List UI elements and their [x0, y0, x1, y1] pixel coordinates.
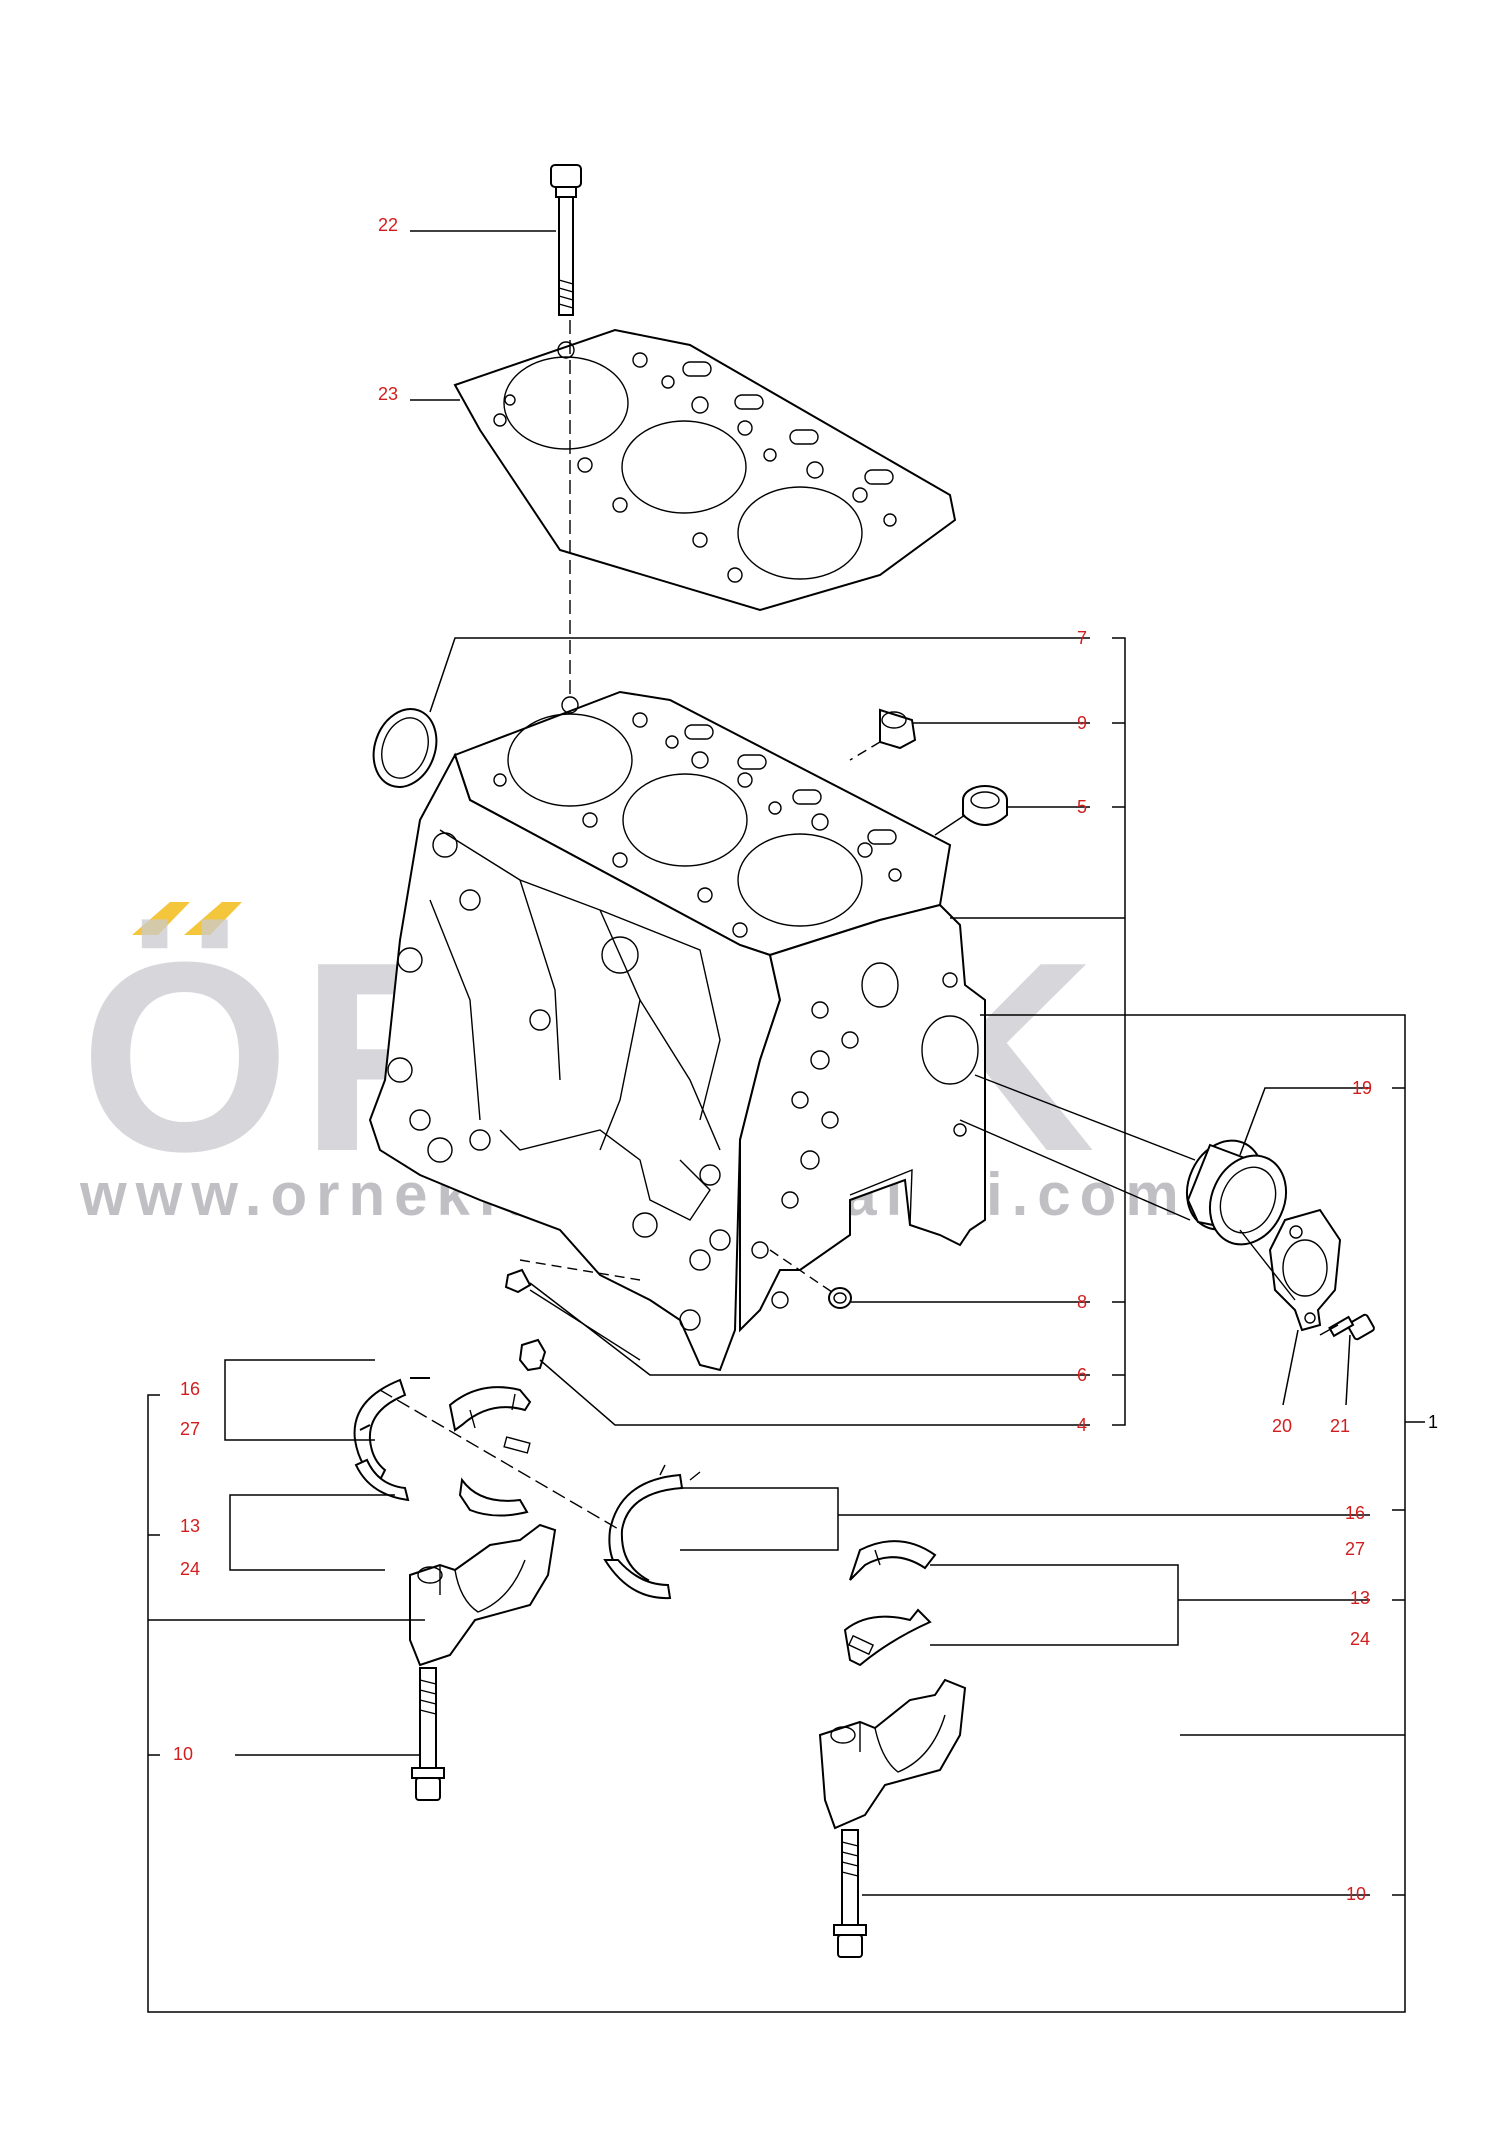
- callout-1: 1: [1428, 1412, 1438, 1432]
- head-gasket-23: [453, 328, 957, 612]
- callout-labels: 22 23 7 9 5 19 8 6 4 20 21 1 16 27 13 24…: [173, 215, 1438, 1904]
- main-bearing-13-left: [448, 1386, 532, 1517]
- callout-16-right: 16: [1345, 1503, 1365, 1523]
- main-bearing-bolt-10-left: [411, 1667, 445, 1801]
- callout-4: 4: [1077, 1415, 1087, 1435]
- main-bearing-bolt-10-right: [833, 1829, 867, 1958]
- callout-27-left: 27: [180, 1419, 200, 1439]
- core-plug-7: [372, 708, 438, 788]
- callout-10-left: 10: [173, 1744, 193, 1764]
- callout-10-right: 10: [1346, 1884, 1366, 1904]
- callout-27-right: 27: [1345, 1539, 1365, 1559]
- plug-9: [879, 708, 917, 750]
- plug-8: [828, 1287, 852, 1309]
- thrust-washer-16-center: [603, 1464, 701, 1600]
- head-bolt-22: [550, 164, 582, 316]
- callout-6: 6: [1077, 1365, 1087, 1385]
- leader-lines: [147, 230, 1425, 2013]
- drain-plug-4: [518, 1338, 547, 1372]
- callout-24-right: 24: [1350, 1629, 1370, 1649]
- callout-9: 9: [1077, 713, 1087, 733]
- callout-13-right: 13: [1350, 1588, 1370, 1608]
- cap-plug-5: [962, 785, 1008, 826]
- callout-16-left: 16: [180, 1379, 200, 1399]
- callout-13-left: 13: [180, 1516, 200, 1536]
- main-bearing-cap-right: [818, 1678, 967, 1830]
- callout-19: 19: [1352, 1078, 1372, 1098]
- cylinder-block: [368, 690, 986, 1372]
- thrust-washer-16-left: [353, 1377, 430, 1502]
- watermark-accent-right: [184, 902, 242, 935]
- flange-20: [1268, 1208, 1342, 1332]
- bushing-19: [1186, 1139, 1287, 1246]
- watermark-accent-left: [132, 902, 190, 935]
- callout-8: 8: [1077, 1292, 1087, 1312]
- callout-24-left: 24: [180, 1559, 200, 1579]
- callout-5: 5: [1077, 797, 1087, 817]
- callout-7: 7: [1077, 628, 1087, 648]
- bolt-21: [1328, 1313, 1375, 1341]
- callout-20: 20: [1272, 1416, 1292, 1436]
- main-bearing-cap-left: [409, 1523, 557, 1667]
- plug-6: [504, 1268, 532, 1294]
- callout-21: 21: [1330, 1416, 1350, 1436]
- main-bearing-13-right: [843, 1540, 937, 1667]
- callout-23: 23: [378, 384, 398, 404]
- callout-22: 22: [378, 215, 398, 235]
